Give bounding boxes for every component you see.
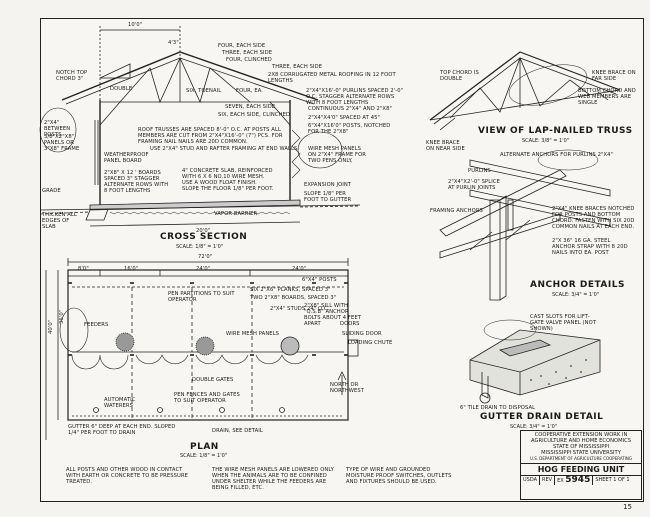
tb-name: HOG FEEDING UNIT [521, 464, 641, 476]
label-posts-notched: 6"x4"x16'0" POSTS, NOTCHED FOR THE 2"x8" [308, 123, 391, 135]
label-use-stud: USE 2"x4" STUD AND RAFTER FRAMING AT END… [150, 146, 300, 152]
cross-section-title: CROSS SECTION [160, 232, 248, 242]
label-pen-fences: PEN FENCES AND GATES TO SUIT OPERATOR [174, 392, 240, 404]
label-strap: 2"x 36" 16 GA. STEEL ANCHOR STRAP WITH 8… [552, 238, 628, 256]
tb-number: 5945 [565, 475, 591, 485]
page-number: 15 [623, 503, 632, 511]
label-continuous: CONTINUOUS 2"x4" AND 2"x8" [308, 106, 392, 112]
dim-depth: 40'0" [48, 319, 54, 334]
note-2: THE WIRE MESH PANELS ARE LOWERED ONLY WH… [212, 467, 334, 491]
cross-section-scale: SCALE: 1/8" = 1'0" [176, 244, 224, 250]
label-between-posts: 2"x4" BETWEEN POSTS [44, 120, 71, 138]
label-notch: NOTCH TOP CHORD 3" [56, 70, 88, 82]
truss-scale: SCALE: 3/8" = 1'0" [522, 138, 570, 144]
label-slab: 4" CONCRETE SLAB, REINFORCED WITH 6 x 6 … [182, 168, 274, 192]
label-boards-spaced: 2"x8" x 12 ' BOARDS SPACED 3" STAGGER AL… [104, 170, 169, 194]
dim-d3: 24'0" [196, 266, 211, 272]
label-tile: 6" TILE DRAIN TO DISPOSAL [460, 405, 536, 411]
label-double: DOUBLE [110, 86, 133, 92]
dim-depth2: 36'0" [59, 309, 65, 324]
tb-ex-prefix: EX [557, 478, 564, 484]
dim-width: 20'0" [196, 228, 211, 234]
label-four-each-side: FOUR, EACH SIDE [218, 43, 266, 49]
label-framing: FRAMING ANCHORS [430, 208, 483, 214]
label-expansion: EXPANSION JOINT [304, 182, 352, 188]
label-six-toenail: SIX, TOENAIL [186, 88, 222, 94]
label-purlins: 2"x4"x16'-0" PURLINS SPACED 2'-0" O.C. S… [306, 88, 404, 106]
label-bottom-chord: BOTTOM CHORD AND WEB MEMBERS ARE SINGLE [578, 88, 636, 106]
tb-line5: U.S. DEPARTMENT OF AGRICULTURE COOPERATI… [530, 456, 632, 461]
label-vapor: VAPOR BARRIER [214, 211, 258, 217]
label-four-ea: FOUR, EA. [236, 88, 264, 94]
label-doors: DOORS [340, 321, 360, 327]
label-roofing: 2x8 CORRUGATED METAL ROOFING IN 12 FOOT … [268, 72, 396, 84]
label-sill: 2"x8" SILL WITH "Q.S.B" ANCHOR BOLTS ABO… [304, 303, 362, 327]
label-gutter: GUTTER 6" DEEP AT EACH END. SLOPED 1/4" … [68, 424, 176, 436]
label-alternate: ALTERNATE ANCHORS FOR PURLINS 2"x4" [500, 152, 613, 158]
label-planks: SIX 2"x6" PLANKS, SPACED 3" [250, 287, 331, 293]
label-wire-mesh: WIRE MESH PANELS ON 2"x4" FRAME FOR TWO … [308, 146, 366, 164]
note-1: ALL POSTS AND OTHER WOOD IN CONTACT WITH… [66, 467, 189, 485]
tb-sheet: SHEET 1 OF 1 [595, 477, 630, 483]
label-drain: DRAIN, SEE DETAIL [212, 428, 263, 434]
title-block: COOPERATIVE EXTENSION WORK IN AGRICULTUR… [520, 430, 642, 500]
label-studs: 2"x4" STUDS 24" O.C. [270, 306, 330, 312]
label-four-clinched: FOUR, CLINCHED [226, 57, 272, 63]
tb-ex: EX 5945 [555, 475, 594, 485]
label-feeders: FEEDERS [84, 322, 109, 328]
anchor-scale: SCALE: 3/4" = 1'0" [552, 292, 600, 298]
plan-scale: SCALE: 1/8" = 1'0" [180, 453, 228, 459]
label-wire-mesh-plan: WIRE MESH PANELS [226, 331, 280, 337]
dim-span-top: 10'0" [128, 22, 143, 28]
label-roof-trusses: ROOF TRUSSES ARE SPACED 8'-0" O.C. AT PO… [138, 127, 283, 145]
tb-usda: USDA [521, 476, 541, 485]
tb-rev: REV [540, 476, 556, 485]
label-double-gates: DOUBLE GATES [192, 377, 234, 383]
label-loading: LOADING CHUTE [348, 340, 393, 346]
gutter-scale: SCALE: 3/4" = 1'0" [510, 424, 558, 430]
label-waterers: AUTOMATIC WATERERS [104, 397, 136, 409]
tb-line4: MISSISSIPPI STATE UNIVERSITY [541, 450, 621, 456]
label-pen-partitions: PEN PARTITIONS TO SUIT OPERATOR [168, 291, 235, 303]
label-panels: 3/8"x2"x8" PANELS OR 3"x8" FRAME [44, 134, 80, 152]
dim-d4: 24'0" [292, 266, 307, 272]
label-posts: 6"x4" POSTS [302, 277, 337, 283]
gutter-title: GUTTER DRAIN DETAIL [480, 412, 604, 422]
dim-span-mid: 4'3" [168, 40, 179, 46]
label-splice: 2"x4"x2'-0" SPLICE AT PURLIN JOINTS [448, 179, 500, 191]
label-grade: GRADE [42, 188, 61, 194]
label-thicken: THICKEN ALL EDGES OF SLAB [42, 212, 77, 230]
label-slope-gutter: SLOPE 1/8" PER FOOT TO GUTTER [304, 191, 352, 203]
label-three-each-side-2: THREE, EACH SIDE [272, 64, 323, 70]
label-anchor-purlins: PURLINS [468, 168, 491, 174]
label-slots: CAST SLOTS FOR LIFT-GATE VALVE PANEL (NO… [530, 314, 597, 332]
note-3: TYPE OF WIRE AND GROUNDED MOISTURE PROOF… [346, 467, 452, 485]
tb-line3: STATE OF MISSISSIPPI [552, 444, 610, 450]
dim-d2: 16'0" [124, 266, 139, 272]
label-three-each-side: THREE, EACH SIDE [222, 50, 273, 56]
label-north: NORTH OR NORTHWEST [330, 382, 365, 394]
label-weatherproof: WEATHERPROOF PANEL BOARD [104, 152, 149, 164]
label-knee-near: KNEE BRACE ON NEAR SIDE [426, 140, 465, 152]
title-block-header: COOPERATIVE EXTENSION WORK IN AGRICULTUR… [521, 431, 641, 464]
label-top-chord: TOP CHORD IS DOUBLE [440, 70, 479, 82]
dim-d1: 8'0" [78, 266, 89, 272]
tb-line2: AGRICULTURE AND HOME ECONOMICS [530, 438, 632, 444]
truss-title: VIEW OF LAP-NAILED TRUSS [478, 126, 633, 136]
plan-title: PLAN [190, 442, 219, 452]
anchor-title: ANCHOR DETAILS [530, 280, 625, 290]
label-knee: 2"x4"x4'0" SPACED AT 45" [308, 115, 380, 121]
label-knee-far: KNEE BRACE ON FAR SIDE [592, 70, 636, 82]
label-boards: TWO 2"x8" BOARDS, SPACED 3" [250, 295, 337, 301]
drawing-sheet [40, 18, 644, 502]
label-sliding: SLIDING DOOR [342, 331, 382, 337]
label-anchor-knee: 2"x4" KNEE BRACES NOTCHED FOR POSTS AND … [552, 206, 635, 230]
tb-bottom: USDA REV EX 5945 SHEET 1 OF 1 [521, 476, 641, 485]
dim-overall: 72'0" [198, 254, 213, 260]
label-seven: SEVEN, EACH SIDE [225, 104, 276, 110]
label-six-clinched: SIX, EACH SIDE, CLINCHED [218, 112, 291, 118]
tb-line1: COOPERATIVE EXTENSION WORK IN [534, 432, 628, 438]
